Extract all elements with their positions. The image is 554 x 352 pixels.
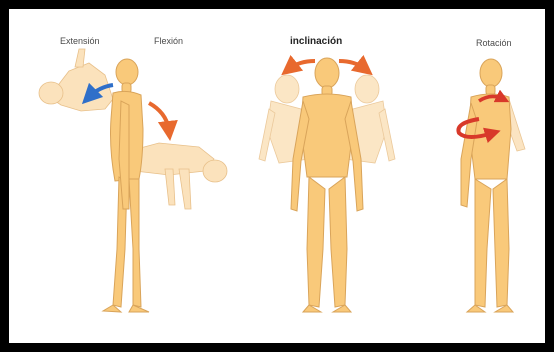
- label-inclination: inclinación: [290, 36, 342, 47]
- flexion-arrow: [149, 103, 169, 131]
- extension-ghost-body: [39, 49, 113, 111]
- rotation-figure: [458, 59, 525, 312]
- inclination-figure: [259, 58, 395, 312]
- flexion-ghost-body: [129, 143, 227, 209]
- label-flexion: Flexión: [154, 36, 183, 46]
- spine-movements-illustration: [9, 9, 545, 343]
- label-rotation: Rotación: [476, 38, 512, 48]
- inclination-arrow-right: [339, 61, 365, 69]
- extension-flexion-figure: [39, 49, 227, 312]
- label-extension: Extensión: [60, 36, 100, 46]
- inclination-arrow-left: [289, 61, 315, 69]
- inclination-main-body: [291, 58, 363, 312]
